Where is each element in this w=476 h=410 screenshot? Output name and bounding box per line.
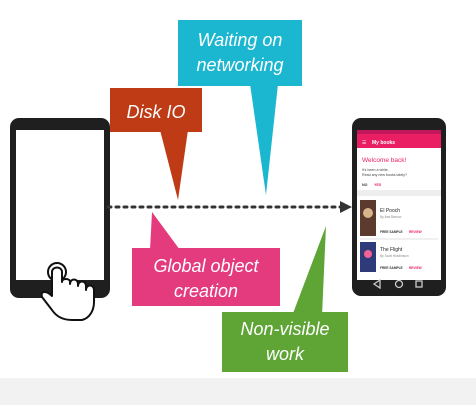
book-title: The Flight (380, 247, 403, 253)
action-no[interactable]: NO (362, 183, 368, 187)
review-link[interactable]: REVIEW (409, 230, 422, 234)
divider (357, 190, 441, 196)
recents-icon[interactable] (415, 280, 423, 288)
android-nav-bar (372, 278, 423, 290)
left-phone-screen (16, 130, 104, 280)
bottom-band (0, 378, 476, 405)
menu-icon[interactable]: ☰ (362, 140, 367, 146)
welcome-line-1: It's been a while. (362, 168, 389, 172)
arrow-head (340, 201, 352, 213)
home-icon[interactable] (394, 279, 404, 289)
app-toolbar (357, 134, 441, 148)
networking-bubble: Waiting on networking (178, 20, 302, 195)
global-object-bubble-tail (150, 212, 180, 250)
book-item[interactable]: El Pooch By Ilias Barrow FREE SAMPLE REV… (360, 200, 422, 236)
global-object-line-1: Global object (153, 256, 259, 276)
right-phone: ☰ My books Welcome back! It's been a whi… (352, 118, 446, 296)
book-item[interactable]: The Flight By Scott Hutchinson FREE SAMP… (360, 242, 422, 272)
flight-icon (364, 250, 372, 258)
global-object-line-2: creation (174, 281, 238, 301)
action-yes[interactable]: YES (374, 183, 382, 187)
disk-io-bubble-tail (160, 130, 188, 200)
toolbar-title: My books (372, 140, 395, 146)
welcome-title: Welcome back! (362, 157, 407, 164)
book-author: By Scott Hutchinson (380, 254, 409, 258)
left-phone (10, 118, 110, 298)
non-visible-bubble-tail (292, 226, 326, 316)
global-object-bubble-box (132, 248, 280, 306)
book-author: By Ilias Barrow (380, 215, 402, 219)
global-object-bubble: Global object creation (132, 212, 280, 306)
free-sample-link[interactable]: FREE SAMPLE (380, 230, 403, 234)
welcome-line-2: Read any new books lately? (362, 173, 407, 177)
networking-line-1: Waiting on (198, 30, 283, 50)
non-visible-bubble-box (222, 312, 348, 372)
review-link[interactable]: REVIEW (409, 266, 422, 270)
non-visible-line-1: Non-visible (240, 319, 329, 339)
disk-io-label: Disk IO (126, 102, 185, 122)
disk-io-bubble-box (110, 88, 202, 132)
networking-bubble-box (178, 20, 302, 86)
back-icon[interactable] (372, 278, 381, 290)
status-bar (357, 130, 441, 134)
non-visible-line-2: work (266, 344, 305, 364)
touch-hand-icon (40, 262, 95, 321)
networking-line-2: networking (196, 55, 283, 75)
non-visible-work-bubble: Non-visible work (222, 226, 348, 372)
book-title: El Pooch (380, 208, 400, 214)
dog-icon (363, 208, 373, 218)
free-sample-link[interactable]: FREE SAMPLE (380, 266, 403, 270)
networking-bubble-tail (250, 84, 278, 195)
disk-io-bubble: Disk IO (110, 88, 202, 200)
